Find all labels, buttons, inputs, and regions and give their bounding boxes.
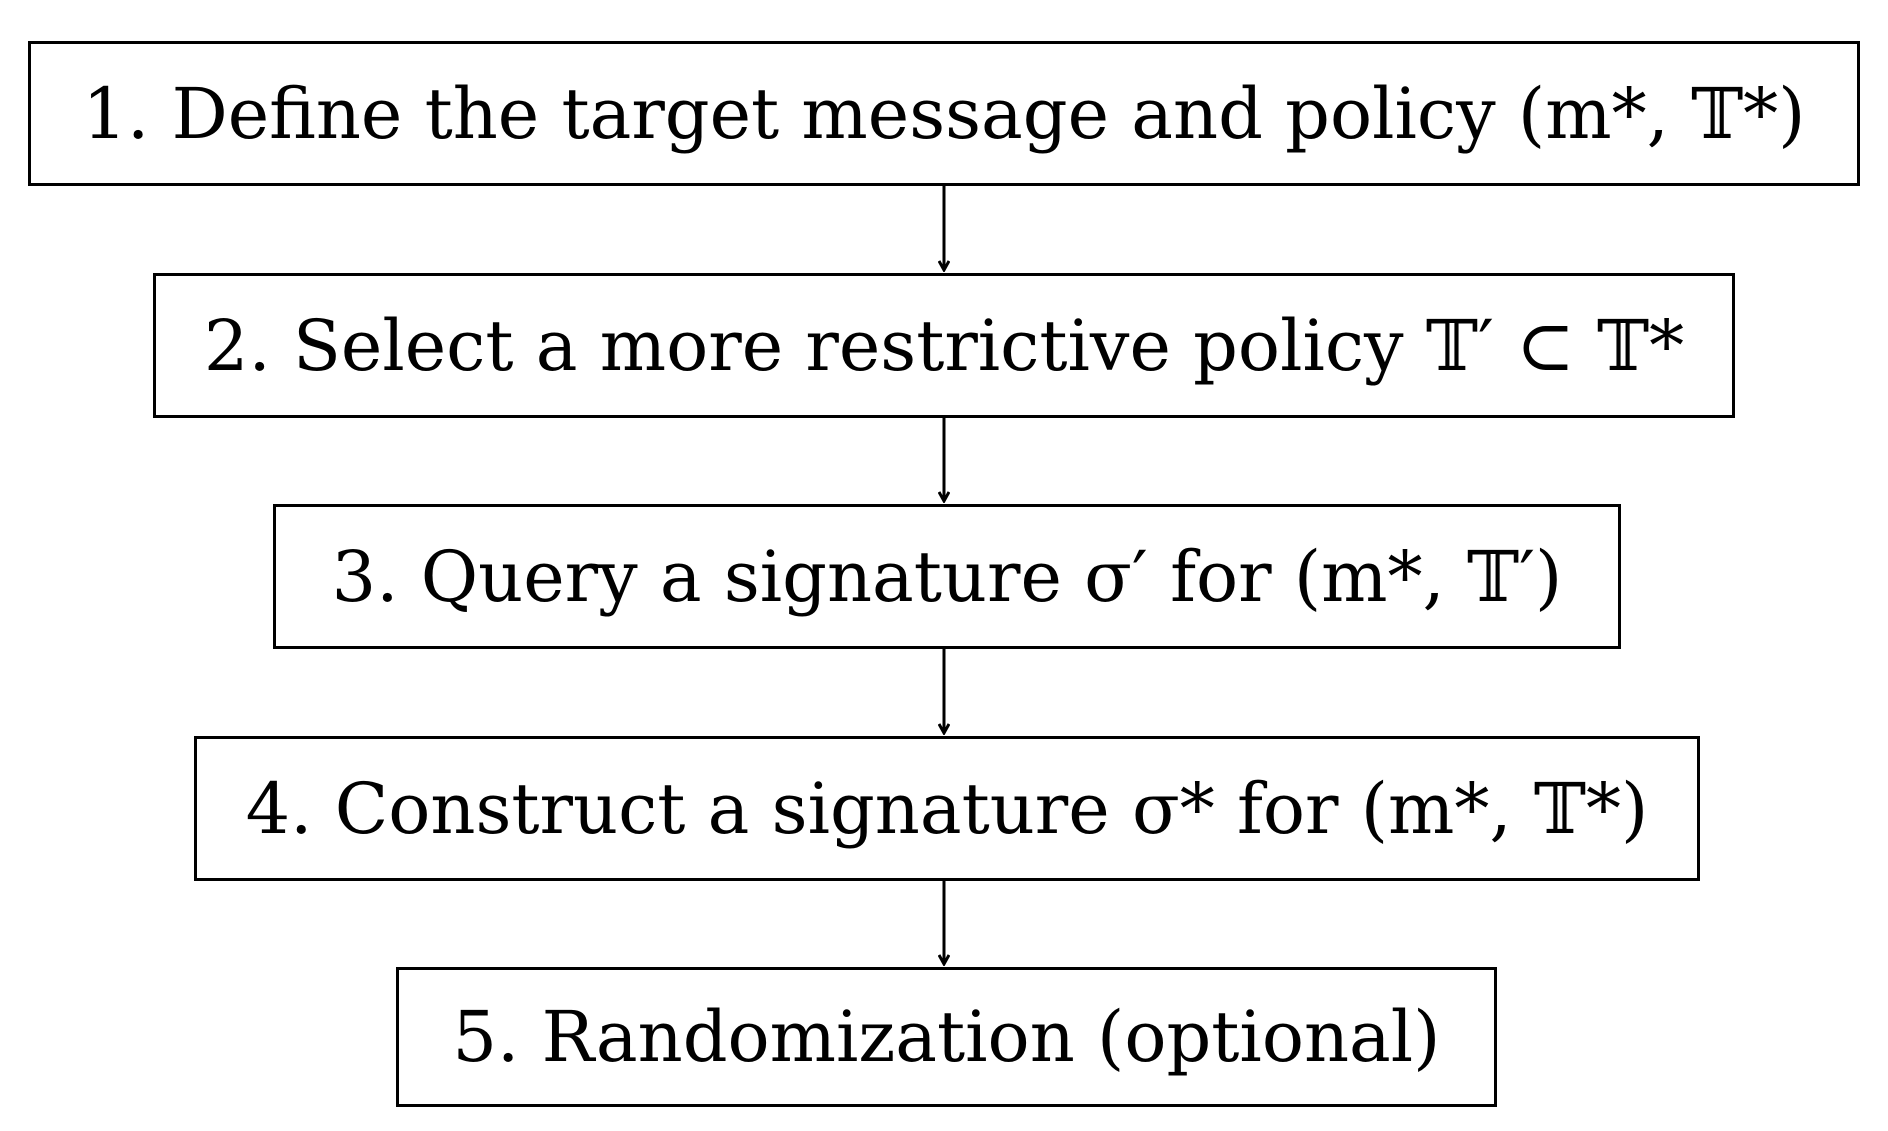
step-4-label: Construct a signature σ* for (m*, 𝕋*): [334, 767, 1649, 850]
step-5-number: 5.: [452, 996, 520, 1078]
step-5-label: Randomization (optional): [541, 996, 1441, 1078]
step-4-box: 4. Construct a signature σ* for (m*, 𝕋*): [194, 736, 1700, 881]
step-1-box: 1. Define the target message and policy …: [28, 41, 1860, 186]
step-3-number: 3.: [331, 535, 399, 618]
step-2-number: 2.: [203, 304, 271, 387]
step-3-box: 3. Query a signature σ′ for (m*, 𝕋′): [273, 504, 1621, 649]
step-1-number: 1.: [82, 72, 150, 155]
step-3-label: Query a signature σ′ for (m*, 𝕋′): [420, 535, 1563, 618]
step-1-label: Define the target message and policy (m*…: [171, 72, 1806, 155]
step-5-box: 5. Randomization (optional): [396, 967, 1497, 1107]
step-2-label: Select a more restrictive policy 𝕋′ ⊂ 𝕋*: [292, 304, 1685, 387]
step-2-box: 2. Select a more restrictive policy 𝕋′ ⊂…: [153, 273, 1735, 418]
step-4-number: 4.: [245, 767, 313, 850]
